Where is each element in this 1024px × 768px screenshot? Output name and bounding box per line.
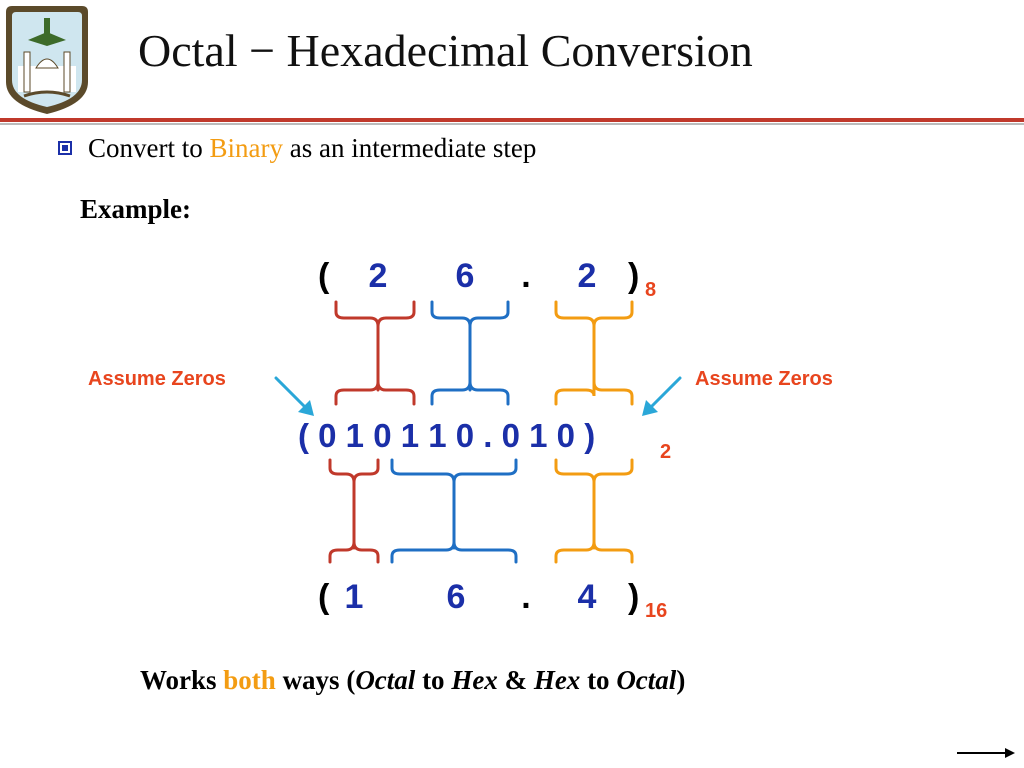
- brace-blue-mid: [390, 458, 518, 483]
- footer-highlight: both: [223, 665, 276, 695]
- hex-close-paren: ): [628, 578, 639, 616]
- footer-word: Works: [140, 665, 224, 695]
- bullet-text-prefix: Convert to: [88, 133, 210, 163]
- next-arrow-icon[interactable]: [955, 745, 1017, 761]
- footer-italic: Octal: [355, 665, 416, 695]
- brace-red-bottom: [334, 381, 416, 406]
- brace-orange-low: [554, 541, 634, 564]
- bullet-text-suffix: as an intermediate step: [283, 133, 537, 163]
- brace-orange-bottom: [554, 381, 634, 406]
- brace-blue-top: [430, 300, 510, 327]
- footer-note: Works both ways (Octal to Hex & Hex to O…: [140, 665, 685, 696]
- brace-red-low: [328, 541, 380, 564]
- university-logo-icon: [6, 6, 88, 114]
- footer-italic: Octal: [616, 665, 677, 695]
- arrow-right-head: [642, 400, 658, 416]
- footer-italic: Hex: [533, 665, 581, 695]
- arrow-right-line: [648, 376, 682, 410]
- annotation-assume-zeros-right: Assume Zeros: [695, 368, 833, 390]
- footer-word: to: [580, 665, 617, 695]
- bullet-point: Convert to Binary as an intermediate ste…: [58, 132, 536, 164]
- brace-blue-low: [390, 541, 518, 564]
- hex-open-paren: (: [318, 578, 330, 616]
- hex-digit: 6: [447, 578, 466, 616]
- annotation-assume-zeros-left: Assume Zeros: [88, 368, 226, 390]
- binary-base-subscript: 2: [660, 441, 671, 463]
- brace-red-top: [334, 300, 416, 327]
- arrow-left-head: [298, 400, 314, 416]
- binary-row: ( 0 1 0 1 1 0 . 0 1 0 ): [298, 417, 595, 454]
- square-bullet-icon: [58, 141, 72, 155]
- footer-word: ways (: [275, 665, 356, 695]
- octal-digit: 2: [578, 257, 597, 295]
- octal-base-subscript: 8: [645, 279, 656, 301]
- brace-blue-bottom: [430, 381, 510, 406]
- hex-point: .: [521, 578, 530, 616]
- brace-orange-mid: [554, 458, 634, 483]
- footer-word: ): [676, 665, 686, 695]
- slide-title: Octal − Hexadecimal Conversion: [138, 25, 753, 76]
- title-divider-shadow: [0, 123, 1024, 125]
- hex-base-subscript: 16: [645, 600, 667, 622]
- brace-orange-top: [554, 300, 634, 327]
- hex-digit: 1: [345, 578, 364, 616]
- footer-word: &: [497, 665, 534, 695]
- title-divider: [0, 118, 1024, 122]
- octal-open-paren: (: [318, 257, 330, 295]
- bullet-text-highlight: Binary: [209, 133, 284, 163]
- arrow-left-line: [274, 376, 308, 410]
- octal-point: .: [521, 257, 530, 295]
- octal-digit: 2: [369, 257, 388, 295]
- octal-digit: 6: [456, 257, 475, 295]
- footer-word: to: [415, 665, 452, 695]
- example-label: Example:: [80, 194, 191, 224]
- footer-italic: Hex: [451, 665, 498, 695]
- hex-digit: 4: [578, 578, 597, 616]
- octal-close-paren: ): [628, 257, 639, 295]
- brace-red-mid: [328, 458, 380, 483]
